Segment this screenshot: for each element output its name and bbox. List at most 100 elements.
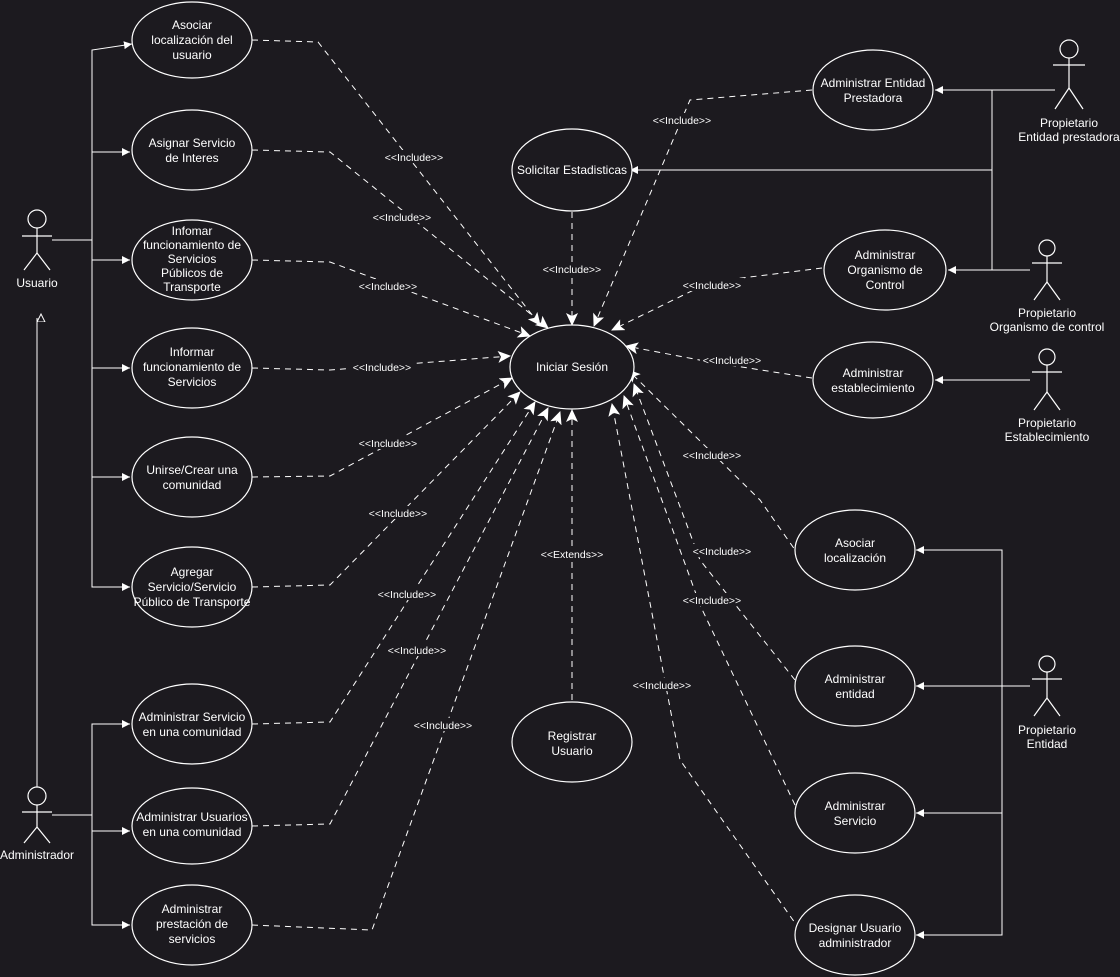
actor-label: Usuario (16, 276, 58, 290)
stick-figure-icon (1032, 655, 1062, 717)
uc-admin-usuarios-comunidad[interactable]: Administrar Usuarios en una comunidad (131, 787, 253, 865)
actor-usuario[interactable]: Usuario (16, 209, 58, 290)
uc-asociar-localizacion[interactable]: Asociar localización (794, 509, 916, 591)
include-label: <<Include>> (414, 720, 472, 732)
uc-label: establecimiento (831, 381, 915, 395)
uc-label: Prestadora (844, 91, 903, 105)
uc-label: localización (824, 551, 886, 565)
uc-label: Agregar (171, 565, 214, 579)
uc-label: Unirse/Crear una (146, 463, 238, 477)
stick-figure-icon (22, 209, 52, 271)
uc-label: prestación de (156, 917, 228, 931)
uc-label: en una comunidad (143, 825, 242, 839)
stick-figure-icon (22, 786, 52, 844)
uc-solicitar-estadisticas[interactable]: Solicitar Estadisticas (511, 128, 633, 212)
uc-label: Servicios (168, 375, 217, 389)
uc-label: Administrar (825, 672, 886, 686)
uc-label: Administrar Usuarios (136, 810, 247, 824)
uc-label: usuario (172, 48, 212, 62)
include-label: <<Include>> (683, 595, 741, 607)
uc-agregar-servicio[interactable]: Agregar Servicio/Servicio Público de Tra… (131, 546, 253, 628)
include-label: <<Include>> (359, 438, 417, 450)
uc-admin-entidad-prestadora[interactable]: Administrar Entidad Prestadora (812, 49, 934, 131)
uc-admin-organismo[interactable]: Administrar Organismo de Control (823, 229, 947, 311)
uc-iniciar-sesion[interactable]: Iniciar Sesión (509, 324, 635, 410)
uc-label: Informar (170, 345, 215, 359)
uc-label: Administrar (843, 366, 904, 380)
uc-label: Administrar (825, 799, 886, 813)
include-labels: <<Include>> <<Include>> <<Include>> <<In… (350, 113, 764, 732)
uc-label: Control (866, 278, 905, 292)
uc-label: Iniciar Sesión (536, 360, 608, 374)
uc-label: Administrar (162, 902, 223, 916)
uc-label: Administrar Entidad (821, 76, 926, 90)
uc-label: Administrar (855, 248, 916, 262)
uc-label: funcionamiento de (143, 238, 241, 252)
uc-unirse-comunidad[interactable]: Unirse/Crear una comunidad (131, 436, 253, 518)
actor-propietario-organismo[interactable]: Propietario Organismo de control (990, 239, 1105, 334)
actor-label: Propietario (1040, 116, 1098, 130)
include-label: <<Include>> (633, 680, 691, 692)
uc-label: Transporte (163, 280, 221, 294)
uc-label: Asociar (835, 536, 875, 550)
uc-label: Asociar (172, 18, 212, 32)
include-label: <<Include>> (703, 355, 761, 367)
uc-label: Servicio (834, 814, 877, 828)
uc-label: Asignar Servicio (149, 136, 236, 150)
actor-label: Entidad prestadora (1018, 130, 1120, 144)
stick-figure-icon (1032, 348, 1062, 411)
include-label: <<Include>> (378, 589, 436, 601)
actor-propietario-entidad[interactable]: Propietario Entidad (1018, 655, 1076, 751)
uc-label: entidad (835, 687, 874, 701)
uc-admin-servicio[interactable]: Administrar Servicio (794, 772, 916, 854)
include-label: <<Include>> (369, 508, 427, 520)
uc-admin-entidad[interactable]: Administrar entidad (794, 645, 916, 727)
uc-label: localización del (151, 33, 232, 47)
uc-label: Designar Usuario (809, 921, 902, 935)
uc-label: Solicitar Estadisticas (517, 163, 627, 177)
uc-admin-establecimiento[interactable]: Administrar establecimiento (812, 341, 934, 419)
uc-asociar-localizacion-usuario[interactable]: Asociar localización del usuario (131, 1, 253, 79)
stick-figure-icon (1032, 239, 1062, 301)
actor-propietario-establecimiento[interactable]: Propietario Establecimiento (1005, 348, 1090, 444)
include-label: <<Include>> (373, 212, 431, 224)
uc-registrar-usuario[interactable]: Registrar Usuario (511, 701, 633, 783)
uc-label: Público de Transporte (134, 595, 251, 609)
actor-label: Entidad (1027, 737, 1068, 751)
uc-label: en una comunidad (143, 725, 242, 739)
actor-administrador[interactable]: Administrador (0, 786, 74, 862)
actor-propietario-entidad-prestadora[interactable]: Propietario Entidad prestadora (1018, 39, 1120, 144)
right-associations (630, 86, 1055, 939)
include-label: <<Include>> (388, 645, 446, 657)
uc-label: administrador (819, 936, 892, 950)
include-label: <<Include>> (683, 450, 741, 462)
uc-label: Infomar (172, 224, 213, 238)
uc-informar-transporte[interactable]: Infomar funcionamiento de Servicios Públ… (131, 219, 253, 301)
uc-label: servicios (169, 932, 216, 946)
actor-label: Establecimiento (1005, 430, 1090, 444)
uc-label: Servicios (168, 252, 217, 266)
extends-label: <<Extends>> (541, 549, 603, 561)
uc-label: Registrar (548, 729, 597, 743)
include-label: <<Include>> (653, 115, 711, 127)
actor-label: Organismo de control (990, 320, 1105, 334)
uc-label: de Interes (165, 151, 218, 165)
uc-admin-prestacion[interactable]: Administrar prestación de servicios (131, 884, 253, 966)
uc-label: comunidad (163, 478, 222, 492)
actor-label: Administrador (0, 848, 74, 862)
uc-informar-servicios[interactable]: Informar funcionamiento de Servicios (131, 327, 253, 409)
use-cases: Asociar localización del usuario Asignar… (131, 1, 947, 976)
uc-label: Administrar Servicio (139, 710, 246, 724)
usuario-associations (52, 41, 133, 591)
uc-admin-servicio-comunidad[interactable]: Administrar Servicio en una comunidad (131, 683, 253, 765)
stick-figure-icon (1053, 39, 1085, 110)
uc-label: Públicos de (161, 266, 223, 280)
uc-label: funcionamiento de (143, 360, 241, 374)
include-label: <<Include>> (543, 264, 601, 276)
uc-designar-usuario[interactable]: Designar Usuario administrador (794, 894, 916, 976)
actor-label: Propietario (1018, 416, 1076, 430)
uc-asignar-servicio[interactable]: Asignar Servicio de Interes (131, 109, 253, 191)
actor-label: Propietario (1018, 723, 1076, 737)
include-label: <<Include>> (693, 546, 751, 558)
